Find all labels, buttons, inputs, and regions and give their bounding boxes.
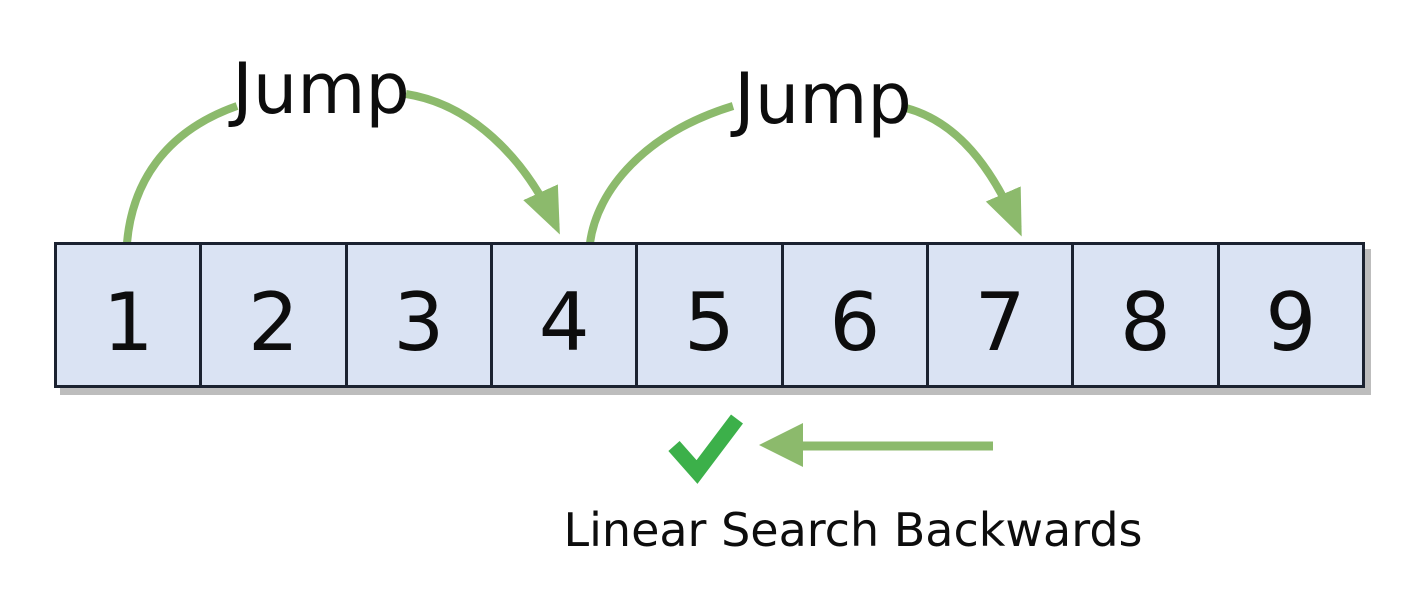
array-cell-8: 8	[1074, 245, 1220, 385]
array-cell-4: 4	[492, 245, 639, 385]
array-cell-6: 6	[783, 245, 929, 385]
jump-arc-1-arrow	[405, 90, 560, 235]
array-cell-9: 9	[1219, 245, 1362, 385]
linear-search-arrow-head	[759, 423, 803, 467]
array-row: 1 2 3 4 5 6 7 8 9	[54, 242, 1365, 388]
jump-label-1: Jump	[232, 48, 410, 130]
array-cell-3: 3	[347, 245, 493, 385]
array-cell-5: 5	[638, 245, 784, 385]
array-cell-2: 2	[202, 245, 348, 385]
array-cell-1: 1	[57, 245, 203, 385]
jump-arc-2-arrow	[904, 104, 1022, 237]
checkmark-icon	[668, 414, 743, 484]
caption: Linear Search Backwards	[563, 503, 1143, 557]
jump-arc-1-left	[123, 102, 239, 244]
jump-arc-2-left	[586, 102, 735, 244]
jump-label-2: Jump	[734, 58, 912, 140]
array-cell-7: 7	[928, 245, 1075, 385]
